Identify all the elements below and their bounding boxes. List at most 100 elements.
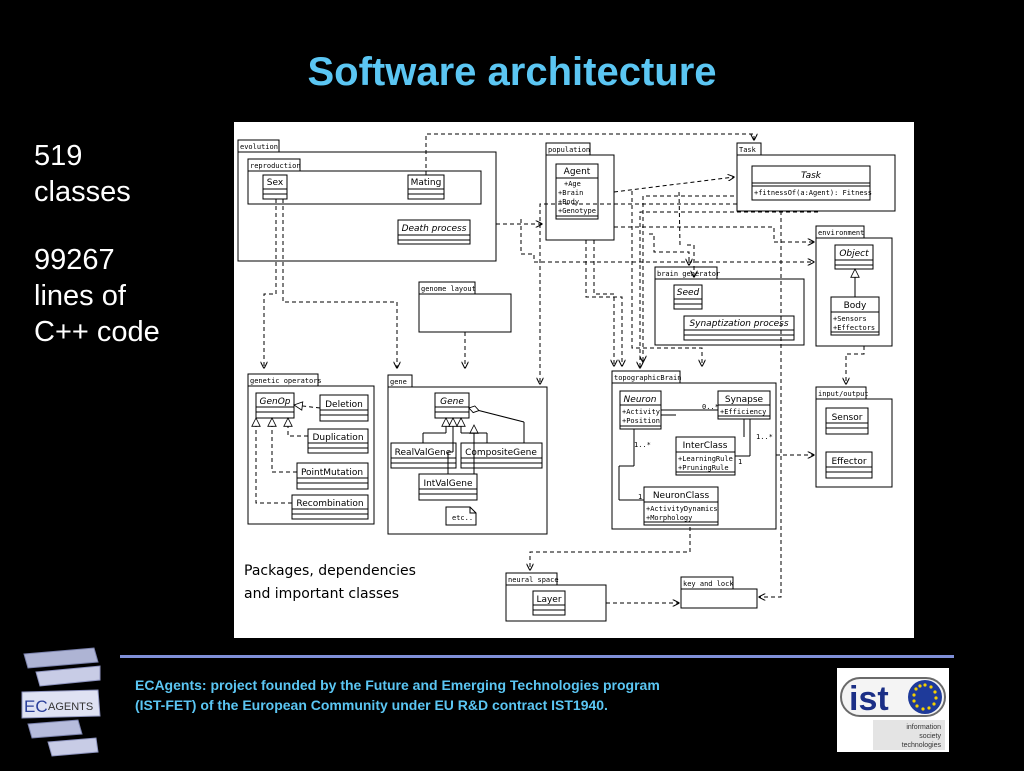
class-sensor [825, 407, 869, 435]
package-evolution [237, 151, 497, 262]
attr-morphology: +Morphology [646, 514, 692, 522]
ist-line-2: society [919, 733, 941, 740]
class-label-death-process: Death process [402, 224, 467, 234]
class-death-process [397, 219, 471, 245]
architecture-diagram: evolution reproduction population Task e… [234, 122, 914, 638]
footer-line-1: ECAgents: project founded by the Future … [135, 677, 660, 693]
class-label-duplication: Duplication [312, 433, 363, 443]
slide-title: Software architecture [307, 50, 717, 94]
class-label-deletion: Deletion [325, 400, 363, 410]
attr-efficiency: +Efficiency [720, 408, 766, 416]
class-label-agent: Agent [564, 167, 591, 177]
class-recombination [291, 494, 369, 520]
class-effector [825, 451, 873, 479]
class-label-sex: Sex [267, 178, 284, 188]
package-label-environment: environment [818, 229, 864, 237]
attr-learning-rule: +LearningRule [678, 455, 733, 463]
class-synaptization-process [683, 315, 795, 341]
stat-lines-label-2: C++ code [34, 316, 160, 348]
class-label-real-val-gene: RealValGene [395, 448, 452, 458]
class-label-body: Body [844, 301, 867, 311]
note-etc-label: etc.. [452, 514, 473, 522]
package-input-output [815, 398, 893, 488]
package-label-key-and-lock: key and lock [683, 580, 734, 588]
package-label-gene: gene [390, 378, 407, 386]
attr-activity-dynamics: +ActivityDynamics [646, 505, 718, 513]
package-gene [387, 386, 548, 535]
multiplicity-neuron-class: 1 [638, 493, 642, 501]
package-brain-generator [654, 278, 805, 346]
multiplicity-inter-class-one: 1 [738, 458, 742, 466]
multiplicity-inter-class: 1..* [756, 433, 773, 441]
class-label-object: Object [839, 249, 869, 259]
package-label-evolution: evolution [240, 143, 278, 151]
package-label-brain-generator: brain generator [657, 270, 720, 278]
class-label-neuron-class: NeuronClass [653, 491, 710, 501]
class-label-neuron: Neuron [624, 395, 657, 405]
package-task [736, 154, 896, 212]
class-composite-gene [460, 442, 543, 469]
class-label-genop: GenOp [259, 397, 290, 407]
attr-brain: +Brain [558, 189, 583, 197]
class-point-mutation [296, 462, 369, 490]
class-label-inter-class: InterClass [683, 441, 728, 451]
class-duplication [307, 428, 369, 454]
package-label-task: Task [739, 146, 757, 154]
multiplicity-neuron: 1..* [634, 441, 651, 449]
ist-line-3: technologies [902, 742, 942, 749]
class-label-composite-gene: CompositeGene [465, 448, 537, 458]
package-reproduction [247, 170, 482, 205]
class-label-sensor: Sensor [832, 413, 863, 423]
diagram-caption-line1: Packages, dependencies [244, 563, 416, 579]
multiplicity-synapse: 0..* [702, 403, 719, 411]
footer-text: ECAgents: project founded by the Future … [135, 675, 815, 715]
ist-logo-mark: ist [849, 680, 889, 718]
attr-age: +Age [564, 180, 581, 188]
class-label-point-mutation: PointMutation [301, 468, 363, 478]
class-neuron-class [643, 486, 719, 526]
package-label-population: population [548, 146, 590, 154]
class-label-synaptization: Synaptization process [689, 319, 788, 329]
package-label-input-output: input/output [818, 390, 869, 398]
stat-classes-count: 519 [34, 140, 83, 172]
package-label-topographic-brain: topographicBrain [614, 374, 681, 382]
package-population [545, 154, 615, 241]
class-layer [532, 590, 566, 616]
attr-body: +Body [558, 198, 579, 206]
package-genetic-operators [247, 385, 375, 525]
class-label-effector: Effector [831, 457, 866, 467]
class-seed [673, 284, 703, 310]
package-label-genome-layout: genome layout [421, 285, 476, 293]
footer-line-2: (IST-FET) of the European Community unde… [135, 697, 608, 713]
package-label-neural-space: neural space [508, 576, 559, 584]
attr-sensors: +Sensors [833, 315, 867, 323]
stat-classes-label: classes [34, 176, 131, 208]
package-key-and-lock [680, 588, 758, 609]
class-label-gene: Gene [440, 397, 464, 407]
class-label-int-val-gene: IntValGene [423, 479, 473, 489]
note-etc [445, 506, 477, 526]
stat-classes: 519 classes [34, 138, 131, 210]
package-topographic-brain [611, 382, 777, 530]
ist-line-1: information [906, 724, 941, 731]
class-label-seed: Seed [677, 288, 700, 298]
attr-genotype: +Genotype [558, 207, 596, 215]
stat-lines-label-1: lines of [34, 280, 126, 312]
class-label-layer: Layer [536, 595, 561, 605]
stat-lines: 99267 lines of C++ code [34, 242, 160, 350]
attr-effectors: +Effectors [833, 324, 875, 332]
stat-lines-count: 99267 [34, 244, 115, 276]
ec-logo-agents: AGENTS [48, 701, 93, 713]
method-fitness-of: +fitnessOf(a:Agent): Fitness [754, 189, 872, 197]
ecagents-logo: EC AGENTS [18, 646, 104, 766]
package-label-reproduction: reproduction [250, 162, 301, 170]
class-sex [262, 174, 288, 200]
package-genome-layout [418, 293, 512, 333]
footer-divider [120, 655, 954, 658]
class-label-task: Task [801, 171, 822, 181]
attr-activity: +Activity [622, 408, 660, 416]
ist-logo: ist information society technologies [837, 668, 949, 752]
class-label-mating: Mating [411, 178, 442, 188]
class-label-recombination: Recombination [296, 499, 363, 509]
diagram-caption-line2: and important classes [244, 586, 399, 602]
